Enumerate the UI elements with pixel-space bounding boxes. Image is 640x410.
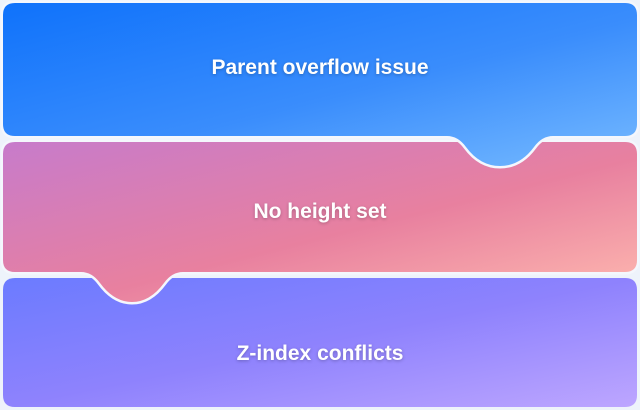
panel-parent-overflow-issue	[0, 0, 640, 169]
panel-label-parent-overflow: Parent overflow issue	[211, 56, 429, 79]
panel-z-index-conflicts	[3, 278, 637, 407]
panel-label-z-index: Z-index conflicts	[236, 342, 404, 365]
panel-no-height-set	[0, 139, 640, 305]
panel-label-no-height: No height set	[253, 200, 387, 223]
